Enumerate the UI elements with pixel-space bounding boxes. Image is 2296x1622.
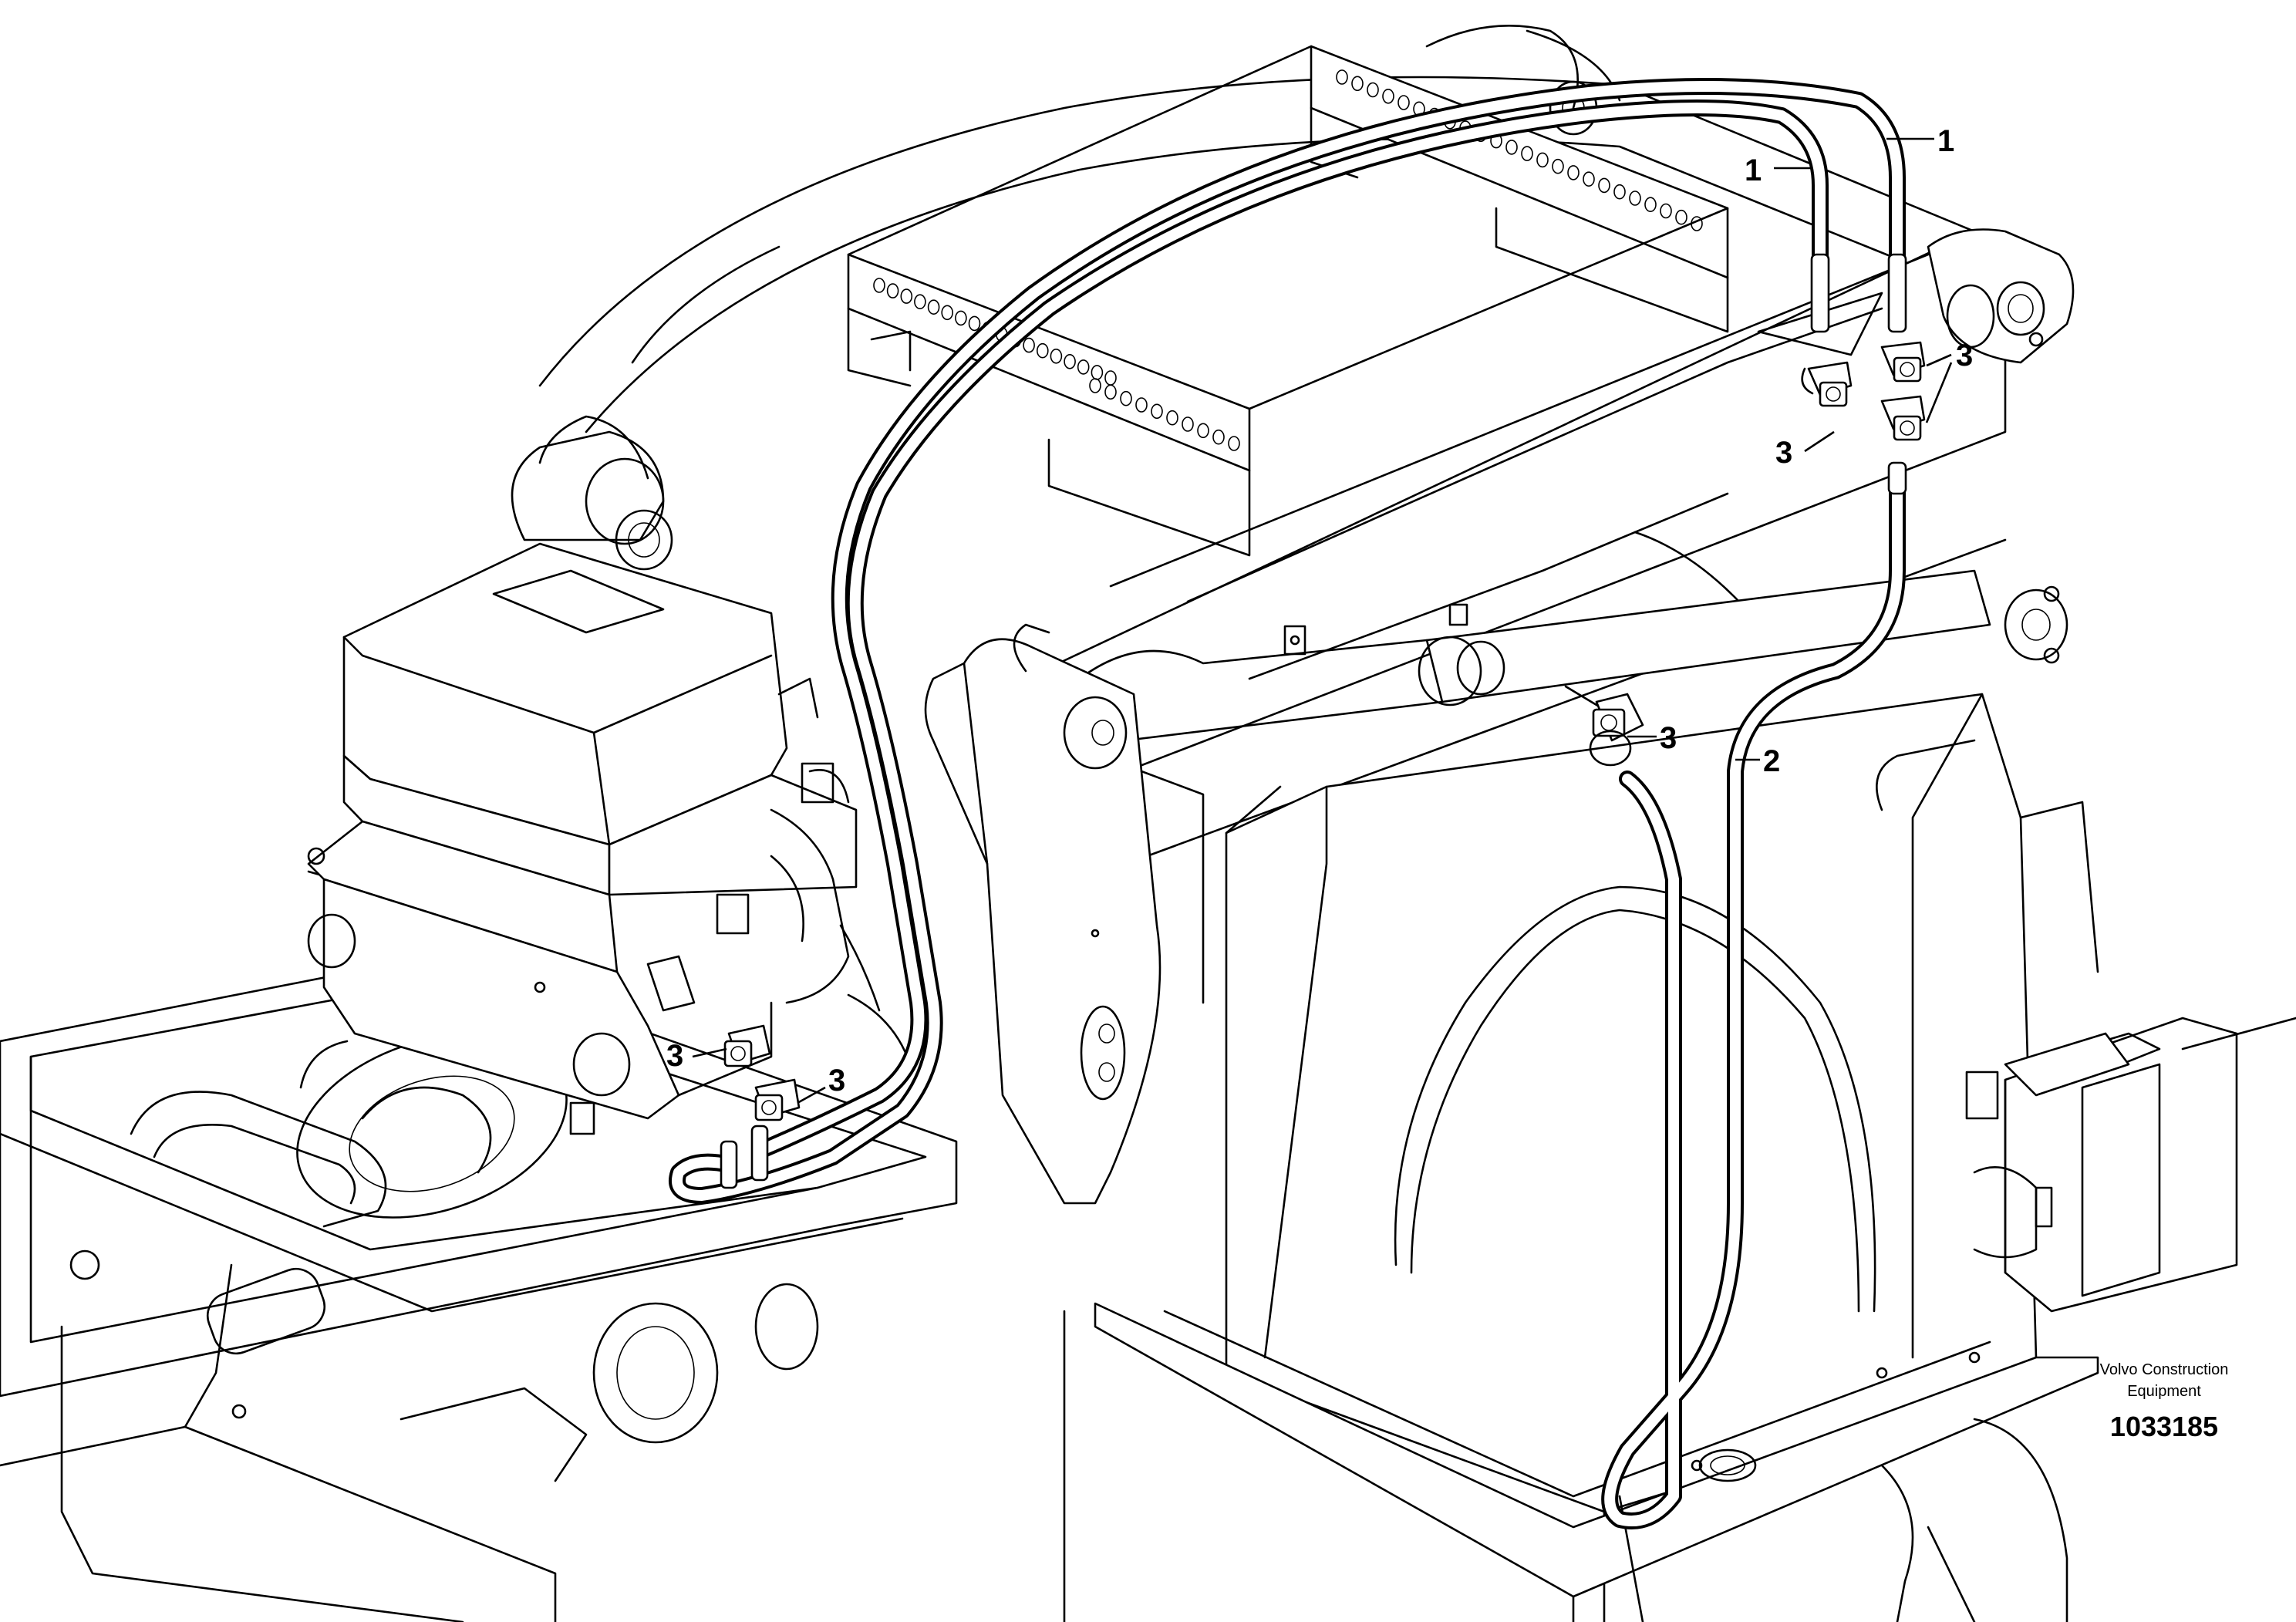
bar-hole bbox=[914, 294, 926, 310]
bar-hole bbox=[1089, 378, 1101, 393]
hose-1-right bbox=[755, 78, 1906, 1158]
bar-hole bbox=[1151, 403, 1163, 420]
bar-hole bbox=[955, 310, 967, 326]
clamp-low-b bbox=[754, 1078, 801, 1121]
clamp-top-right-lower bbox=[1880, 395, 1926, 441]
clamp-mid bbox=[1564, 685, 1644, 767]
bar-hole bbox=[1120, 390, 1132, 406]
bar-hole bbox=[1023, 337, 1035, 353]
hose-2 bbox=[1601, 462, 1906, 1529]
callout-labels: 1 1 3 3 3 2 3 3 bbox=[666, 124, 1973, 1098]
bar-hole bbox=[1521, 146, 1533, 161]
callout-clamp-top-right: 3 bbox=[1956, 339, 1973, 373]
bar-hole bbox=[927, 299, 940, 315]
bar-hole bbox=[1182, 416, 1194, 432]
bar-hole bbox=[1397, 95, 1410, 110]
bar-hole bbox=[1197, 423, 1209, 439]
brand-line-2: Equipment bbox=[2127, 1383, 2201, 1400]
bar-hole bbox=[1583, 171, 1595, 187]
bar-hole bbox=[968, 315, 981, 332]
chassis-frame bbox=[0, 955, 1976, 1622]
pivot-lugs bbox=[511, 228, 2075, 664]
callout-hose-1a: 1 bbox=[1745, 153, 1762, 187]
clamp-low-a bbox=[723, 1024, 771, 1067]
bar-hole bbox=[873, 278, 885, 293]
base-plate bbox=[1094, 1302, 2099, 1622]
cylinder bbox=[1078, 569, 1991, 742]
bar-hole bbox=[1367, 82, 1379, 98]
bar-hole bbox=[1567, 165, 1580, 180]
brand-line-1: Volvo Construction bbox=[2100, 1361, 2229, 1378]
clamp-top-right-upper bbox=[1880, 341, 1926, 383]
callout-clamp-mid: 3 bbox=[1660, 721, 1677, 755]
title-block: Volvo Construction Equipment 1033185 bbox=[2100, 1361, 2229, 1442]
bar-hole bbox=[1064, 353, 1076, 369]
bar-hole bbox=[1505, 140, 1518, 155]
callout-hose-1b: 1 bbox=[1937, 124, 1954, 158]
callout-clamp-low-b: 3 bbox=[828, 1064, 845, 1098]
bar-hole bbox=[900, 288, 913, 304]
bar-hole bbox=[1552, 158, 1564, 174]
bar-hole bbox=[1691, 216, 1703, 231]
bar-hole bbox=[1077, 359, 1090, 375]
bar-hole bbox=[1135, 397, 1148, 413]
right-bracket bbox=[1965, 1017, 2296, 1313]
bar-hole bbox=[1660, 203, 1672, 219]
bar-holes bbox=[873, 69, 1703, 451]
bar-hole bbox=[1212, 429, 1225, 445]
bar-hole bbox=[1228, 436, 1240, 451]
hose-ends bbox=[720, 253, 1907, 1189]
bar-hole bbox=[1382, 89, 1394, 104]
callout-leaders bbox=[692, 137, 1953, 1104]
bar-hole bbox=[1629, 191, 1641, 206]
callout-clamp-low-a: 3 bbox=[666, 1039, 683, 1073]
bar-hole bbox=[1336, 69, 1348, 85]
control-box bbox=[307, 542, 912, 1135]
bar-hole bbox=[1104, 384, 1117, 400]
part-number: 1033185 bbox=[2110, 1411, 2218, 1442]
bar-hole bbox=[941, 305, 953, 321]
bar-hole bbox=[886, 283, 899, 298]
bar-hole bbox=[1536, 152, 1549, 168]
bar-hole bbox=[1037, 342, 1049, 359]
arm-plates bbox=[924, 623, 1205, 1205]
callout-hose-2: 2 bbox=[1763, 744, 1780, 778]
bar-hole bbox=[1351, 76, 1364, 92]
clamp-top-left bbox=[1801, 361, 1853, 407]
callout-clamp-top-left: 3 bbox=[1775, 436, 1792, 470]
bar-hole bbox=[1675, 209, 1687, 225]
bar-hole bbox=[1598, 177, 1610, 194]
bar-hole bbox=[1613, 184, 1626, 200]
bar-hole bbox=[1050, 348, 1063, 364]
bar-hole bbox=[1166, 410, 1178, 426]
hose-1-left bbox=[669, 99, 1829, 1204]
bar-hole bbox=[1644, 197, 1657, 213]
tower bbox=[1225, 693, 2099, 1513]
